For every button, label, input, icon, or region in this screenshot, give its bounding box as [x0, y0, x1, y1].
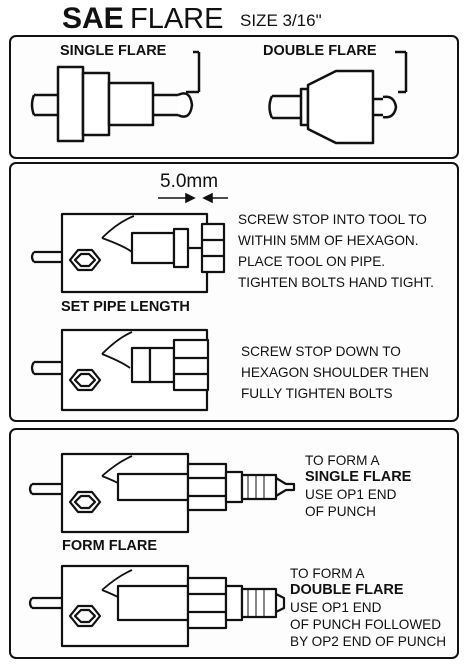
step2-line2: HEXAGON SHOULDER THEN [241, 365, 429, 380]
step1-line4: TIGHTEN BOLTS HAND TIGHT. [238, 275, 434, 290]
step2-line1: SCREW STOP DOWN TO [241, 344, 401, 359]
tool-diagram-single-flare [28, 452, 296, 534]
step1-instructions: SCREW STOP INTO TOOL TO WITHIN 5MM OF HE… [238, 209, 434, 293]
form-flare-heading: FORM FLARE [62, 538, 158, 554]
double-line1: TO FORM A [290, 566, 365, 581]
single-bold: SINGLE FLARE [305, 469, 412, 485]
double-line4: OF PUNCH FOLLOWED [290, 617, 442, 632]
single-line3: USE OP1 END [305, 487, 397, 502]
step2-line3: FULLY TIGHTEN BOLTS [241, 386, 393, 401]
single-flare-diagram [30, 50, 201, 143]
step1-line2: WITHIN 5MM OF HEXAGON. [238, 233, 419, 248]
step1-line3: PLACE TOOL ON PIPE. [238, 254, 386, 269]
set-pipe-length-heading: SET PIPE LENGTH [61, 299, 190, 315]
tool-diagram-stop-5mm [30, 212, 226, 294]
double-flare-instructions: TO FORM A DOUBLE FLARE USE OP1 END OF PU… [290, 565, 446, 650]
double-line5: BY OP2 END OF PUNCH [290, 634, 447, 649]
double-flare-label: DOUBLE FLARE [263, 43, 377, 59]
title-sae: SAE [62, 2, 124, 35]
size-label: SIZE 3/16" [240, 11, 322, 30]
single-flare-instructions: TO FORM A SINGLE FLARE USE OP1 END OF PU… [305, 452, 411, 520]
step1-line1: SCREW STOP INTO TOOL TO [238, 212, 427, 227]
tool-diagram-stop-down [30, 328, 210, 412]
tool-diagram-double-flare [28, 564, 286, 648]
step2-instructions: SCREW STOP DOWN TO HEXAGON SHOULDER THEN… [241, 341, 429, 404]
double-flare-diagram [268, 50, 408, 145]
single-flare-label: SINGLE FLARE [60, 43, 167, 59]
single-line1: TO FORM A [305, 453, 380, 468]
title-flare: FLARE [130, 3, 224, 35]
single-line4: OF PUNCH [305, 504, 376, 519]
dimension-label: 5.0mm [160, 171, 219, 192]
double-line3: USE OP1 END [290, 600, 382, 615]
dimension-arrows [158, 192, 228, 204]
double-bold: DOUBLE FLARE [290, 582, 404, 598]
